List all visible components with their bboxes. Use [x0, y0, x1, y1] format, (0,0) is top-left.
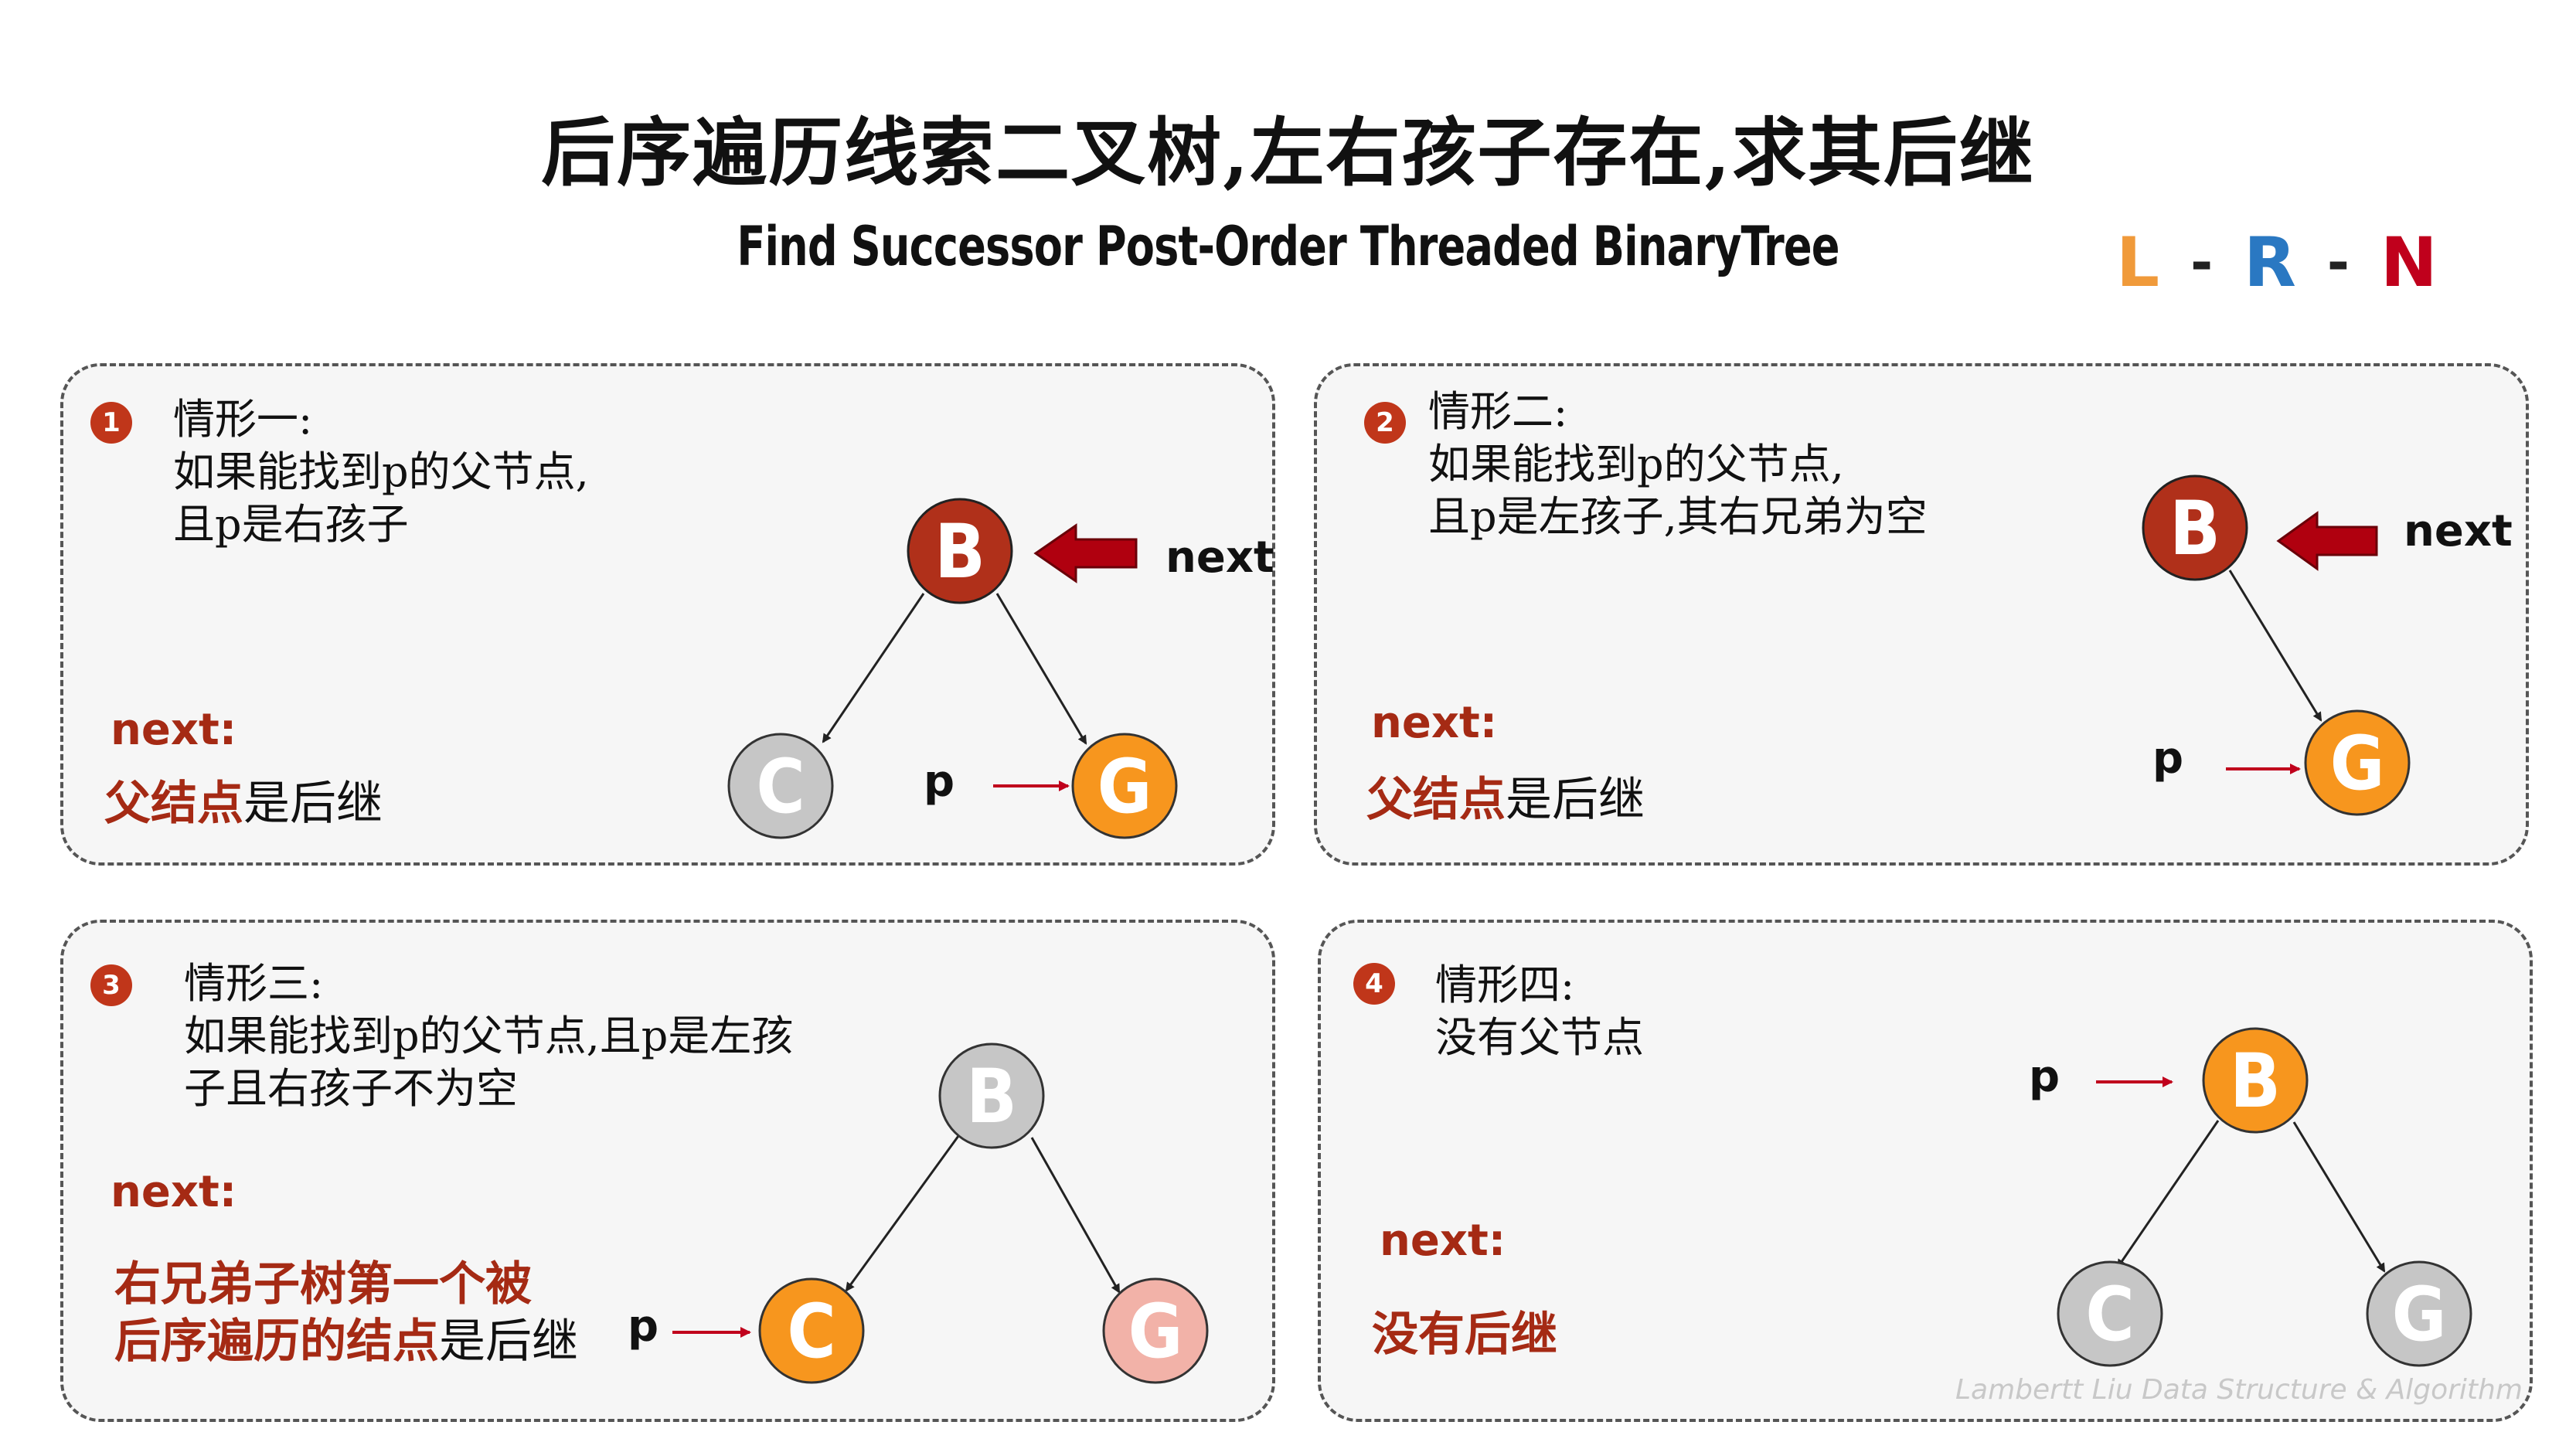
successor-answer-highlight: 父结点	[104, 777, 243, 831]
tree-node-b: B	[2142, 474, 2248, 581]
tree-node-b: B	[938, 1043, 1045, 1149]
successor-answer: 没有后继	[1372, 1306, 1557, 1363]
case-description-line: 且p是右孩子	[173, 500, 409, 549]
tree-node-c: C	[758, 1277, 865, 1384]
p-pointer-label: p	[2152, 733, 2183, 784]
tree-node-g: G	[2366, 1260, 2472, 1367]
page-subtitle: Find Successor Post-Order Threaded Binar…	[737, 215, 1839, 278]
next-pointer-label: next	[1165, 532, 1274, 583]
successor-answer-rest: 是后继	[439, 1315, 578, 1369]
case-description-line: 如果能找到p的父节点,且p是左孩	[184, 1012, 794, 1060]
next-label: next:	[1371, 698, 1498, 748]
tree-edge	[1030, 1137, 1121, 1294]
case-heading: 情形一:	[173, 395, 313, 444]
order-dash: -	[2190, 230, 2214, 294]
case-number-badge: 4	[1353, 963, 1395, 1005]
next-label: next:	[111, 705, 237, 755]
successor-answer: 父结点是后继	[1366, 771, 1645, 828]
p-pointer-label: p	[628, 1301, 658, 1352]
successor-answer-rest: 是后继	[243, 777, 383, 831]
tree-edge	[2116, 1120, 2220, 1269]
case-panel-4	[1318, 920, 2533, 1422]
tree-edge	[2228, 570, 2322, 722]
tree-edge	[995, 593, 1087, 745]
tree-edge	[822, 593, 925, 743]
successor-answer: 右兄弟子树第一个被 后序遍历的结点是后继	[114, 1256, 578, 1370]
successor-answer-rest: 是后继	[1506, 773, 1645, 827]
p-pointer-label: p	[924, 757, 955, 807]
next-label: next:	[111, 1167, 237, 1217]
tree-edge	[845, 1135, 960, 1292]
case-description-line: 且p是左孩子,其右兄弟为空	[1428, 492, 1928, 541]
svg-text:B: B	[966, 1053, 1017, 1140]
svg-text:G: G	[2392, 1271, 2447, 1358]
svg-text:B: B	[934, 509, 985, 595]
svg-text:B: B	[2169, 485, 2220, 572]
p-pointer-label: p	[2029, 1052, 2060, 1102]
case-number-badge: 1	[90, 402, 132, 444]
case-heading: 情形四:	[1435, 961, 1575, 1009]
page-title: 后序遍历线索二叉树,左右孩子存在,求其后继	[541, 109, 2035, 196]
tree-node-b: B	[907, 498, 1013, 604]
successor-answer: 父结点是后继	[104, 775, 383, 832]
case-description-line: 如果能找到p的父节点,	[1428, 440, 1844, 488]
tree-edge	[2292, 1121, 2386, 1273]
successor-answer-highlight: 后序遍历的结点	[114, 1315, 439, 1369]
tree-node-b: B	[2202, 1027, 2309, 1134]
svg-text:B: B	[2230, 1038, 2281, 1124]
svg-text:C: C	[2085, 1271, 2134, 1358]
traversal-order-legend: L - R - N	[2116, 223, 2438, 302]
next-block-arrow-icon	[1033, 523, 1138, 583]
next-label: next:	[1380, 1216, 1506, 1266]
svg-text:G: G	[1097, 743, 1152, 830]
tree-node-c: C	[727, 733, 834, 839]
author-watermark: Lambertt Liu Data Structure & Algorithm	[1955, 1374, 2523, 1406]
case-description-line: 没有父节点	[1435, 1013, 1644, 1062]
tree-node-g: G	[1071, 733, 1178, 839]
svg-text:G: G	[2330, 720, 2385, 807]
next-block-arrow-icon	[2276, 511, 2378, 571]
order-dash: -	[2326, 230, 2350, 294]
tree-node-g: G	[1102, 1277, 1209, 1384]
svg-text:C: C	[787, 1288, 835, 1375]
case-description-line: 子且右孩子不为空	[184, 1064, 518, 1113]
case-heading: 情形三:	[184, 959, 324, 1008]
tree-node-c: C	[2057, 1260, 2163, 1367]
case-description-line: 如果能找到p的父节点,	[173, 447, 589, 496]
successor-answer-highlight: 父结点	[1366, 773, 1506, 827]
case-number-badge: 2	[1364, 402, 1406, 444]
case-number-badge: 3	[90, 964, 132, 1006]
case-heading: 情形二:	[1428, 387, 1568, 436]
tree-node-g: G	[2304, 709, 2411, 816]
svg-text:G: G	[1128, 1288, 1183, 1375]
order-r: R	[2244, 223, 2296, 302]
order-l: L	[2116, 223, 2160, 302]
order-n: N	[2380, 223, 2438, 302]
case-panel-3	[60, 920, 1275, 1422]
successor-answer-highlight: 右兄弟子树第一个被	[114, 1257, 532, 1311]
successor-answer-highlight: 没有后继	[1372, 1308, 1557, 1362]
svg-text:C: C	[756, 743, 805, 830]
next-pointer-label: next	[2404, 506, 2513, 556]
